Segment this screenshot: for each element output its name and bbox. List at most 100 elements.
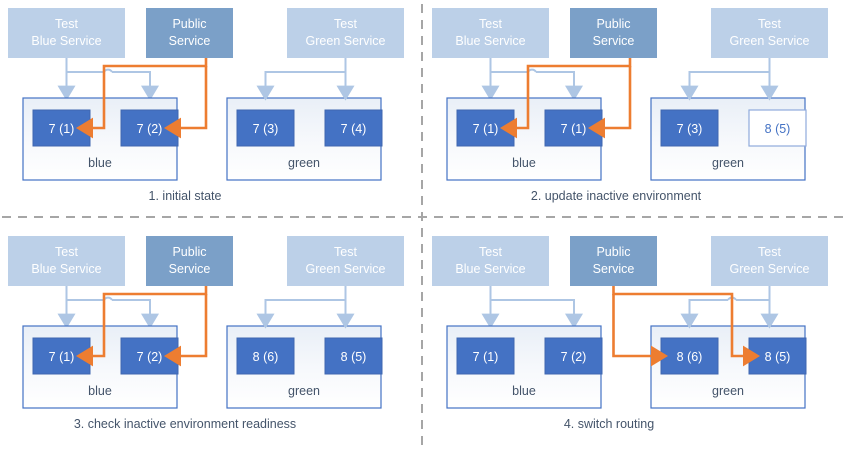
environment-blue: blue 7 (1) 7 (2): [22, 325, 179, 409]
service-label-line1: Public: [596, 245, 630, 259]
environment-name: green: [712, 384, 744, 398]
service-label-line1: Test: [758, 245, 781, 259]
arrow-test-green-to-green-env: [256, 286, 355, 329]
service-label-line1: Test: [479, 245, 502, 259]
instance-box[interactable]: 8 (6): [236, 337, 295, 375]
environment-name: blue: [88, 384, 112, 398]
instance-label: 7 (3): [677, 122, 703, 136]
instance-box[interactable]: 8 (5): [748, 337, 807, 375]
instance-box[interactable]: 7 (1): [32, 337, 91, 375]
environment-green: green 7 (3) 7 (4): [226, 97, 383, 181]
service-test-blue-service[interactable]: Test Blue Service: [432, 236, 549, 286]
panel-1: Test Blue Service Public Service Test Gr…: [8, 8, 404, 203]
service-label-line2: Blue Service: [455, 34, 525, 48]
instance-box[interactable]: 7 (1): [456, 337, 515, 375]
panel-3: Test Blue Service Public Service Test Gr…: [8, 236, 404, 431]
instance-box[interactable]: 8 (5): [324, 337, 383, 375]
service-test-green-service[interactable]: Test Green Service: [287, 8, 404, 58]
environment-name: green: [288, 384, 320, 398]
service-label-line1: Test: [55, 17, 78, 31]
instance-box[interactable]: 7 (3): [660, 109, 719, 147]
service-test-blue-service[interactable]: Test Blue Service: [8, 236, 125, 286]
instance-box-empty[interactable]: 8 (5): [748, 109, 807, 147]
service-label-line1: Public: [596, 17, 630, 31]
instance-label: 8 (5): [765, 122, 791, 136]
service-label-line1: Test: [758, 17, 781, 31]
instance-box[interactable]: 7 (2): [544, 337, 603, 375]
instance-box[interactable]: 7 (2): [120, 109, 179, 147]
instance-label: 7 (2): [137, 350, 163, 364]
instance-box[interactable]: 7 (1): [32, 109, 91, 147]
environment-blue: blue 7 (1) 7 (1): [446, 97, 603, 181]
instance-label: 8 (5): [765, 350, 791, 364]
panel-caption: 1. initial state: [149, 189, 222, 203]
instance-box[interactable]: 7 (1): [544, 109, 603, 147]
service-label-line2: Green Service: [306, 262, 386, 276]
arrow-test-green-to-green-env: [256, 58, 355, 101]
service-label-line2: Service: [169, 34, 211, 48]
panel-caption: 2. update inactive environment: [531, 189, 702, 203]
panel-4: Test Blue Service Public Service Test Gr…: [432, 236, 828, 431]
instance-label: 7 (1): [473, 122, 499, 136]
service-label-line2: Blue Service: [31, 262, 101, 276]
environment-name: green: [288, 156, 320, 170]
service-label-line1: Test: [479, 17, 502, 31]
service-label-line2: Service: [593, 262, 635, 276]
service-label-line2: Green Service: [306, 34, 386, 48]
panel-dividers: [2, 4, 846, 452]
service-public-service[interactable]: Public Service: [570, 236, 657, 286]
service-label-line1: Test: [334, 17, 357, 31]
service-public-service[interactable]: Public Service: [146, 8, 233, 58]
arrow-public-to-blue-env: [75, 58, 208, 139]
arrow-test-green-to-green-env: [680, 58, 779, 101]
service-test-green-service[interactable]: Test Green Service: [711, 8, 828, 58]
environment-name: blue: [512, 384, 536, 398]
instance-label: 7 (4): [341, 122, 367, 136]
arrow-test-green-to-green-env: [680, 286, 779, 329]
service-label-line2: Blue Service: [455, 262, 525, 276]
environment-green: green 8 (6) 8 (5): [226, 325, 383, 409]
arrow-public-to-blue-env: [75, 286, 208, 367]
service-test-blue-service[interactable]: Test Blue Service: [8, 8, 125, 58]
instance-label: 7 (3): [253, 122, 279, 136]
service-label-line1: Test: [55, 245, 78, 259]
service-label-line2: Service: [169, 262, 211, 276]
instance-box[interactable]: 7 (2): [120, 337, 179, 375]
service-label-line2: Service: [593, 34, 635, 48]
instance-box[interactable]: 7 (1): [456, 109, 515, 147]
instance-label: 8 (5): [341, 350, 367, 364]
instance-label: 7 (1): [49, 122, 75, 136]
service-public-service[interactable]: Public Service: [146, 236, 233, 286]
environment-blue: blue 7 (1) 7 (2): [22, 97, 179, 181]
instance-label: 7 (2): [561, 350, 587, 364]
instance-label: 7 (1): [473, 350, 499, 364]
instance-label: 8 (6): [253, 350, 279, 364]
arrow-public-to-green-env: [612, 286, 761, 367]
service-label-line1: Public: [172, 17, 206, 31]
environment-green: green 8 (6) 8 (5): [650, 325, 807, 409]
instance-box[interactable]: 7 (4): [324, 109, 383, 147]
environment-blue: blue 7 (1) 7 (2): [446, 325, 603, 409]
arrow-test-blue-to-blue-env: [57, 286, 159, 329]
instance-box[interactable]: 8 (6): [660, 337, 719, 375]
arrow-test-blue-to-blue-env: [481, 286, 583, 329]
instance-label: 7 (2): [137, 122, 163, 136]
arrow-test-blue-to-blue-env: [481, 58, 583, 101]
instance-label: 7 (1): [561, 122, 587, 136]
environment-name: green: [712, 156, 744, 170]
arrow-test-blue-to-blue-env: [57, 58, 159, 101]
environment-green: green 7 (3) 8 (5): [650, 97, 807, 181]
service-label-line1: Public: [172, 245, 206, 259]
service-test-green-service[interactable]: Test Green Service: [287, 236, 404, 286]
instance-box[interactable]: 7 (3): [236, 109, 295, 147]
service-test-green-service[interactable]: Test Green Service: [711, 236, 828, 286]
service-label-line1: Test: [334, 245, 357, 259]
service-public-service[interactable]: Public Service: [570, 8, 657, 58]
panel-caption: 4. switch routing: [564, 417, 654, 431]
environment-name: blue: [512, 156, 536, 170]
service-test-blue-service[interactable]: Test Blue Service: [432, 8, 549, 58]
environment-name: blue: [88, 156, 112, 170]
instance-label: 8 (6): [677, 350, 703, 364]
service-label-line2: Green Service: [730, 34, 810, 48]
